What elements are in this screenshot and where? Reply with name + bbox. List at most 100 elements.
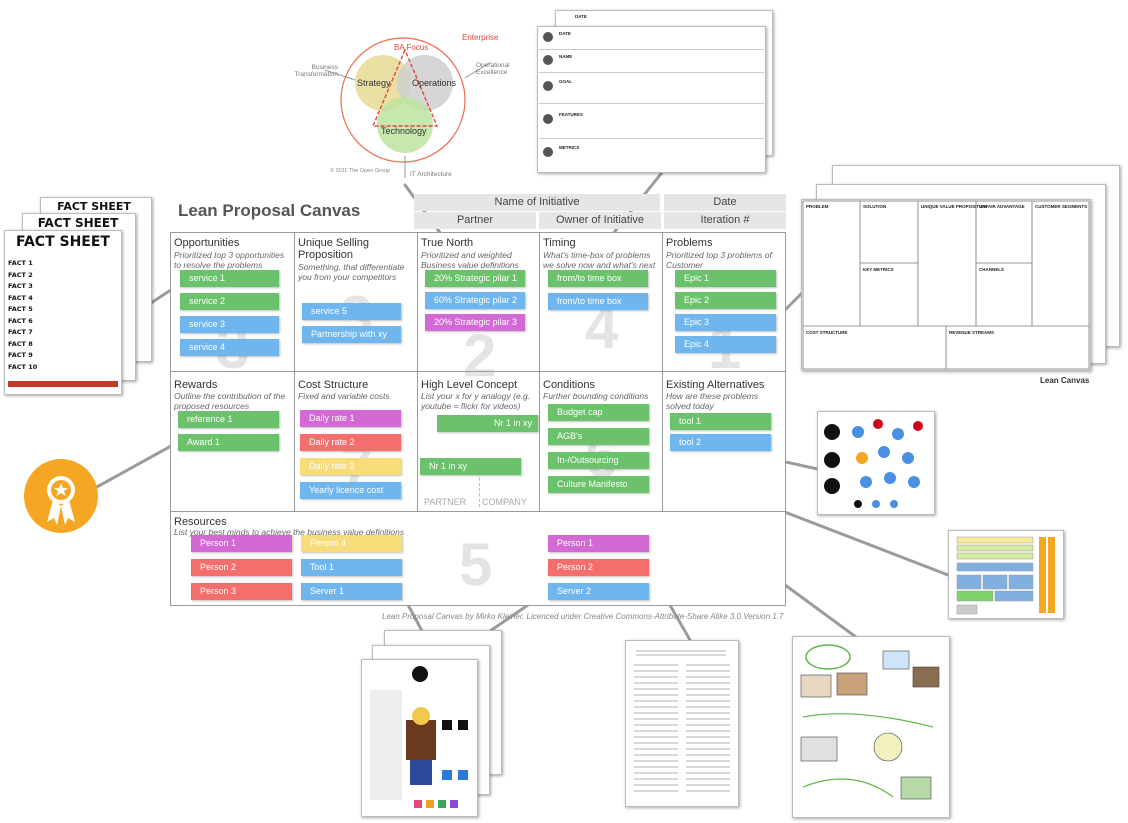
cell-title: High Level Concept bbox=[421, 379, 518, 391]
cell-subtitle: List your x for y analogy (e.g. youtube … bbox=[421, 391, 531, 411]
lean-canvas-label: SOLUTION bbox=[863, 204, 887, 209]
sticky-note[interactable]: Tool 1 bbox=[301, 559, 402, 576]
sticky-note[interactable]: Daily rate 1 bbox=[300, 410, 401, 427]
sticky-note[interactable]: 20% Strategic pilar 1 bbox=[425, 270, 525, 287]
cell-title: Resources bbox=[174, 516, 227, 528]
sticky-note[interactable]: from/to time box bbox=[548, 270, 648, 287]
fact-sheet-banner bbox=[8, 381, 118, 387]
fact-sheet-title: FACT SHEET bbox=[57, 200, 131, 213]
venn-operations: Operations bbox=[412, 78, 457, 88]
calendar-icon bbox=[543, 32, 553, 42]
venn-operational-excellence: Operational Excellence bbox=[476, 62, 510, 76]
cell-title: Unique Selling Proposition bbox=[298, 237, 369, 261]
goal-sheet-row-label: FEATURES bbox=[559, 112, 583, 117]
cell-subtitle: Something, that differentiate you from y… bbox=[298, 262, 405, 282]
venn-diagram bbox=[324, 37, 492, 178]
header-iteration: Iteration # bbox=[664, 212, 786, 229]
lean-canvas-label: CHANNELS bbox=[979, 267, 1005, 272]
sticky-note[interactable]: Epic 3 bbox=[675, 314, 776, 331]
lean-canvas-label: COST STRUCTURE bbox=[806, 330, 848, 335]
sticky-note[interactable]: service 5 bbox=[302, 303, 401, 320]
lean-canvas-caption: Lean Canvas bbox=[1040, 376, 1090, 385]
fact-sheet-title: FACT SHEET bbox=[37, 216, 119, 230]
sticky-note[interactable]: service 2 bbox=[180, 293, 279, 310]
company-label: COMPANY bbox=[482, 497, 527, 507]
sticky-note[interactable]: In-/Outsourcing bbox=[548, 452, 649, 469]
venn-it-architecture: IT Architecture bbox=[410, 171, 452, 178]
header-partner: Partner bbox=[414, 212, 536, 229]
cell-number: 2 bbox=[463, 322, 497, 389]
sticky-note[interactable]: Person 2 bbox=[191, 559, 292, 576]
sticky-note[interactable]: Daily rate 2 bbox=[300, 434, 401, 451]
goal-sheet-row-label: GOAL bbox=[559, 79, 572, 84]
sticky-note[interactable]: Epic 1 bbox=[675, 270, 776, 287]
fact-item: FACT 2 bbox=[8, 270, 33, 279]
sticky-note[interactable]: Partnership with xy bbox=[302, 326, 401, 343]
fact-item: FACT 3 bbox=[8, 282, 33, 290]
fact-item: FACT 1 bbox=[8, 259, 33, 267]
lean-canvas-label: REVENUE STREAMS bbox=[949, 330, 995, 335]
fact-item: FACT 8 bbox=[8, 339, 33, 348]
sticky-note[interactable]: Epic 4 bbox=[675, 336, 776, 353]
person-icon bbox=[543, 55, 553, 65]
cell-subtitle: Fixed and variable costs bbox=[298, 391, 390, 401]
cell-high-level-concept: High Level Concept List your x for y ana… bbox=[417, 371, 540, 512]
sticky-note[interactable]: 60% Strategic pilar 2 bbox=[425, 292, 525, 309]
sticky-note[interactable]: tool 1 bbox=[670, 413, 771, 430]
sticky-note[interactable]: Person 2 bbox=[548, 559, 649, 576]
cell-subtitle: Outline the contribution of the proposed… bbox=[174, 391, 286, 411]
sticky-note[interactable]: Person 1 bbox=[548, 535, 649, 552]
sticky-note[interactable]: 20% Strategic pilar 3 bbox=[425, 314, 525, 331]
sticky-note[interactable]: tool 2 bbox=[670, 434, 771, 451]
fact-sheet-title: FACT SHEET bbox=[16, 234, 110, 250]
canvas-footer: Lean Proposal Canvas by Mirko Kleiner, L… bbox=[382, 612, 784, 621]
sticky-note[interactable]: Person 1 bbox=[191, 535, 292, 552]
sticky-note[interactable]: Yearly licence cost bbox=[300, 482, 401, 499]
sticky-note[interactable]: Server 1 bbox=[301, 583, 402, 600]
venn-strategy: Strategy bbox=[357, 78, 391, 88]
venn-ba-focus: BA Focus bbox=[394, 43, 429, 52]
sticky-note[interactable]: Epic 2 bbox=[675, 292, 776, 309]
cell-title: Problems bbox=[666, 237, 713, 249]
sticky-note[interactable]: service 3 bbox=[180, 316, 279, 333]
sticky-note[interactable]: from/to time box bbox=[548, 293, 648, 310]
cell-title: Conditions bbox=[543, 379, 595, 391]
sticky-note[interactable]: Budget cap bbox=[548, 404, 649, 421]
sticky-note[interactable]: Culture Manifesto bbox=[548, 476, 649, 493]
goal-sheet-row-label: DATE bbox=[575, 14, 587, 19]
lean-canvas-label: CUSTOMER SEGMENTS bbox=[1035, 204, 1088, 209]
sticky-note[interactable]: service 4 bbox=[180, 339, 279, 356]
goal-sheet: DATE NAME GOAL FEATURES METRICS bbox=[537, 26, 766, 173]
header-name-of-initiative: Name of Initiative bbox=[414, 194, 660, 211]
cell-subtitle: What's time-box of problems we solve now… bbox=[543, 250, 656, 270]
fact-item: FACT 7 bbox=[8, 328, 33, 336]
manifesto-document bbox=[625, 640, 739, 807]
cell-subtitle: List your best minds to achieve the busi… bbox=[174, 527, 405, 537]
venn-enterprise: Enterprise bbox=[462, 33, 499, 42]
architecture-diagram-image bbox=[948, 530, 1064, 619]
goal-sheet-row-label: METRICS bbox=[559, 145, 580, 150]
cv-sheet bbox=[361, 659, 478, 817]
sticky-note[interactable]: Award 1 bbox=[178, 434, 279, 451]
cell-title: Opportunities bbox=[174, 237, 240, 249]
fact-item: FACT 9 bbox=[8, 351, 33, 359]
sticky-note[interactable]: Nr 1 in xy bbox=[437, 415, 538, 432]
goal-sheet-row-label: NAME bbox=[559, 54, 573, 59]
header-owner: Owner of Initiative bbox=[539, 212, 661, 229]
sticky-note[interactable]: service 1 bbox=[180, 270, 279, 287]
sticky-note[interactable]: reference 1 bbox=[178, 411, 279, 428]
sticky-note[interactable]: Daily rate 3 bbox=[300, 458, 401, 475]
cell-title: Existing Alternatives bbox=[666, 379, 765, 391]
venn-business-transformation: Business Transformation bbox=[294, 64, 338, 78]
star-icon bbox=[543, 114, 553, 124]
sticky-note[interactable]: AGB's bbox=[548, 428, 649, 445]
persona-map-image bbox=[817, 411, 935, 515]
cell-title: True North bbox=[421, 237, 474, 249]
sticky-note[interactable]: Person 3 bbox=[191, 583, 292, 600]
sticky-note[interactable]: Nr 1 in xy bbox=[420, 458, 521, 475]
sticky-note[interactable]: Server 2 bbox=[548, 583, 649, 600]
venn-copyright: © 2011 The Open Group bbox=[330, 168, 391, 174]
sticky-note[interactable]: Person 4 bbox=[301, 535, 402, 552]
fact-item: FACT 6 bbox=[8, 316, 33, 325]
lean-canvas-label: KEY METRICS bbox=[863, 267, 894, 272]
